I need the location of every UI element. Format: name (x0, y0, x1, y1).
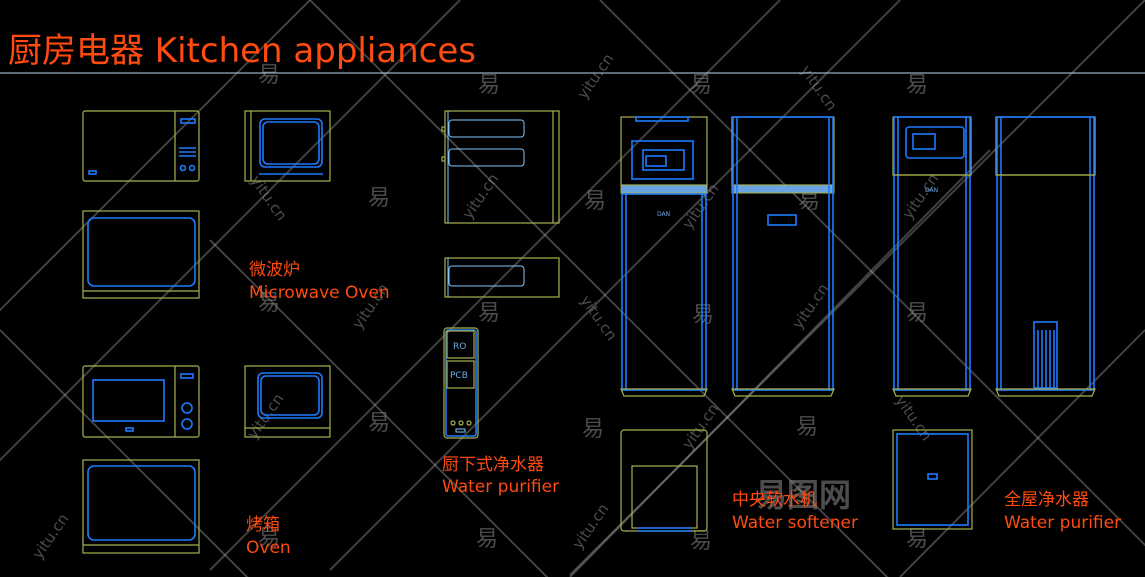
microwave-side-view (244, 110, 331, 182)
svg-text:易: 易 (368, 186, 390, 211)
svg-text:yitu.cn: yitu.cn (244, 390, 288, 442)
svg-text:易: 易 (906, 527, 928, 552)
svg-text:yitu.cn: yitu.cn (892, 392, 936, 444)
wholehouse-top-view (892, 429, 973, 530)
svg-text:易: 易 (690, 73, 712, 98)
wholehouse-label-zh: 全屋净水器 (1004, 490, 1089, 510)
svg-text:易: 易 (906, 73, 928, 98)
oven-side-view (244, 365, 331, 438)
svg-text:易: 易 (582, 417, 604, 442)
undersink-label-en: Water purifier (442, 477, 559, 497)
softener-side-view (731, 116, 835, 397)
microwave-label-zh: 微波炉 (249, 260, 300, 280)
svg-text:yitu.cn: yitu.cn (569, 500, 613, 552)
oven-top-view (82, 459, 200, 554)
softener-label-zh: 中央软水机 (732, 490, 817, 510)
svg-text:易: 易 (258, 291, 280, 316)
microwave-label-en: Microwave Oven (249, 283, 390, 303)
svg-text:易: 易 (478, 73, 500, 98)
ro-label: RO (453, 342, 466, 352)
svg-text:易: 易 (478, 301, 500, 326)
svg-text:易: 易 (906, 301, 928, 326)
svg-text:yitu.cn: yitu.cn (797, 62, 841, 114)
svg-text:易: 易 (476, 527, 498, 552)
svg-text:易: 易 (584, 189, 606, 214)
undersink-side-view (441, 110, 560, 224)
svg-text:易: 易 (258, 526, 280, 551)
wholehouse-front-view: DAN (892, 116, 972, 397)
microwave-top-view (82, 210, 200, 299)
microwave-front-view (82, 110, 200, 182)
svg-text:易: 易 (796, 415, 818, 440)
undersink-label-zh: 厨下式净水器 (442, 455, 544, 475)
svg-text:易: 易 (690, 529, 712, 554)
svg-text:yitu.cn: yitu.cn (789, 280, 833, 332)
svg-text:易: 易 (692, 303, 714, 328)
svg-text:yitu.cn: yitu.cn (29, 510, 73, 562)
brand-mark: DAN (657, 211, 670, 218)
page-title: 厨房电器 Kitchen appliances (8, 31, 476, 71)
svg-text:易: 易 (798, 189, 820, 214)
undersink-front-view: RO PCB (443, 327, 479, 439)
softener-top-view (620, 429, 708, 532)
oven-front-view (82, 365, 200, 438)
watermark-brand: 易图网 (755, 476, 851, 514)
undersink-top-view (444, 257, 560, 298)
oven-label-en: Oven (246, 538, 291, 558)
svg-text:yitu.cn: yitu.cn (899, 170, 943, 222)
softener-label-en: Water softener (732, 513, 858, 533)
svg-text:易: 易 (368, 411, 390, 436)
wholehouse-side-view (995, 116, 1096, 397)
svg-text:yitu.cn: yitu.cn (459, 170, 503, 222)
svg-text:yitu.cn: yitu.cn (574, 50, 618, 102)
oven-label-zh: 烤箱 (246, 515, 280, 535)
softener-front-view: DAN (620, 116, 708, 397)
pcb-label: PCB (450, 371, 468, 381)
svg-text:yitu.cn: yitu.cn (247, 172, 291, 224)
brand-mark-2: DAN (925, 187, 938, 194)
wholehouse-label-en: Water purifier (1004, 513, 1121, 533)
svg-text:易: 易 (258, 63, 280, 88)
